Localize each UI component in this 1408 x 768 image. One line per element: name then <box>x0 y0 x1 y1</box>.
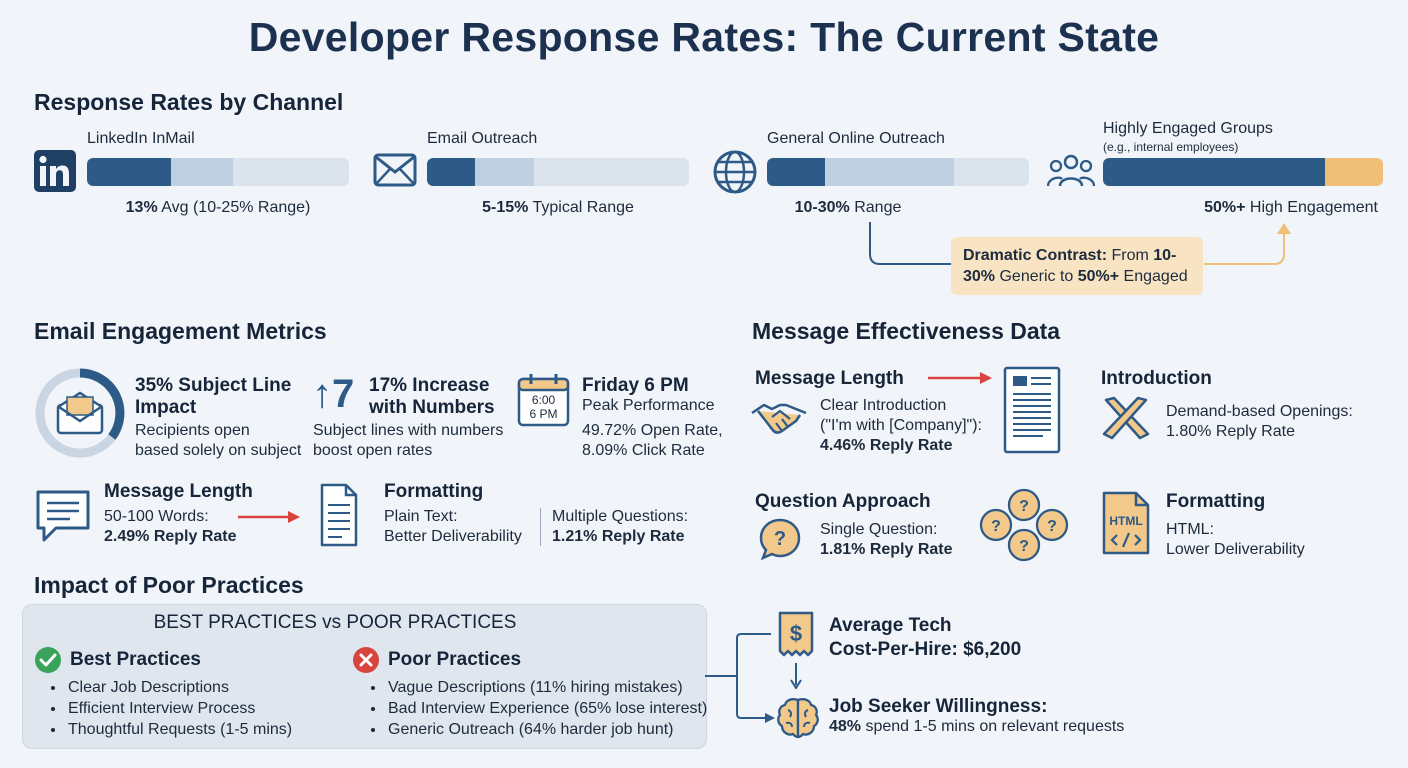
formatting-desc: Plain Text:Better Deliverability <box>384 508 522 545</box>
list-item: Vague Descriptions (11% hiring mistakes) <box>386 677 707 698</box>
globe-icon <box>712 149 758 195</box>
chat-bubble-icon <box>34 488 92 544</box>
multiple-questions-desc: Multiple Questions:1.21% Reply Rate <box>552 508 689 545</box>
question-bubble-icon: ? <box>758 517 802 561</box>
practices-heading: BEST PRACTICES vs POOR PRACTICES <box>153 612 517 633</box>
receipt-dollar-icon: $ <box>778 611 814 661</box>
cross-icon <box>352 646 380 674</box>
job-seeker-title: Job Seeker Willingness: <box>829 696 1048 717</box>
bar-linkedin-avg <box>87 158 171 186</box>
multiple-questions-icon: ???? <box>976 488 1072 564</box>
svg-text:?: ? <box>1047 518 1057 535</box>
eff-question-desc: Single Question:1.81% Reply Rate <box>820 521 953 558</box>
channel-name-online: General Online Outreach <box>767 130 945 147</box>
html-file-icon: HTML <box>1102 491 1150 555</box>
arrow-seven-icon: ↑7 <box>312 372 355 416</box>
friday-subtitle: Peak Performance <box>582 397 715 414</box>
eff-intro-desc: Demand-based Openings:1.80% Reply Rate <box>1166 403 1353 440</box>
channel-name-linkedin: LinkedIn InMail <box>87 130 195 147</box>
best-practices-list: Clear Job Descriptions Efficient Intervi… <box>34 677 292 740</box>
section-title-poor-practices: Impact of Poor Practices <box>34 572 304 598</box>
bar-email-min <box>427 158 475 186</box>
poor-practices-title: Poor Practices <box>388 649 522 670</box>
bar-engaged <box>1103 158 1383 186</box>
bar-linkedin <box>87 158 349 186</box>
eff-question-title: Question Approach <box>755 491 931 512</box>
bar-engaged-fill <box>1103 158 1325 186</box>
svg-text:?: ? <box>991 518 1001 535</box>
list-item: Generic Outreach (64% harder job hunt) <box>386 719 707 740</box>
svg-text:?: ? <box>774 528 786 550</box>
list-item: Thoughtful Requests (1-5 mins) <box>66 719 292 740</box>
channel-value-online: 10-30% Range <box>794 199 902 216</box>
bar-online-min <box>767 158 825 186</box>
people-icon <box>1047 154 1095 188</box>
job-seeker-desc: 48% spend 1-5 mins on relevant requests <box>829 718 1125 735</box>
subject-line-donut-icon <box>34 367 126 459</box>
eff-intro-title: Introduction <box>1101 368 1212 389</box>
crossed-hands-icon <box>1100 396 1152 446</box>
poor-practices-list: Vague Descriptions (11% hiring mistakes)… <box>354 677 707 740</box>
bar-email <box>427 158 689 186</box>
channel-value-engaged: 50%+ High Engagement <box>1204 199 1378 216</box>
channel-value-linkedin: 13% Avg (10-25% Range) <box>125 199 311 216</box>
page-title: Developer Response Rates: The Current St… <box>248 14 1160 60</box>
eff-formatting-title: Formatting <box>1166 491 1266 512</box>
check-icon <box>34 646 62 674</box>
eff-length-desc: Clear Introduction ("I'm with [Company]"… <box>820 397 982 454</box>
eff-length-title: Message Length <box>755 368 904 389</box>
contrast-connector <box>869 222 1291 265</box>
arrow-right-icon <box>238 511 300 523</box>
channel-value-email: 5-15% Typical Range <box>482 199 634 216</box>
section-title-response-rates: Response Rates by Channel <box>34 89 344 115</box>
divider <box>540 508 541 546</box>
friday-desc: 49.72% Open Rate,8.09% Click Rate <box>582 422 723 459</box>
friday-title: Friday 6 PM <box>582 375 689 396</box>
length-desc: 50-100 Words:2.49% Reply Rate <box>104 508 237 545</box>
list-item: Efficient Interview Process <box>66 698 292 719</box>
handshake-icon <box>750 399 808 441</box>
impact-connector <box>705 633 775 723</box>
newsletter-document-icon <box>1003 366 1061 454</box>
best-practices-title: Best Practices <box>70 649 201 670</box>
svg-text:$: $ <box>790 621 802 646</box>
linkedin-icon <box>34 150 76 192</box>
channel-name-engaged: Highly Engaged Groups <box>1103 120 1273 137</box>
channel-sub-engaged: (e.g., internal employees) <box>1103 140 1239 154</box>
section-title-email-metrics: Email Engagement Metrics <box>34 318 327 344</box>
list-item: Bad Interview Experience (65% lose inter… <box>386 698 707 719</box>
channel-name-email: Email Outreach <box>427 130 538 147</box>
envelope-icon <box>373 153 417 187</box>
arrow-down-icon <box>790 663 802 689</box>
arrow-right-icon <box>928 372 992 384</box>
section-title-effectiveness: Message Effectiveness Data <box>752 318 1061 344</box>
bar-online <box>767 158 1029 186</box>
list-item: Clear Job Descriptions <box>66 677 292 698</box>
brain-icon <box>776 696 820 740</box>
eff-formatting-desc: HTML:Lower Deliverability <box>1166 521 1305 558</box>
svg-text:?: ? <box>1019 498 1029 515</box>
document-icon <box>320 483 358 547</box>
length-title: Message Length <box>104 481 253 502</box>
practices-panel <box>22 604 707 749</box>
formatting-title: Formatting <box>384 481 484 502</box>
svg-text:?: ? <box>1019 538 1029 555</box>
contrast-callout: Dramatic Contrast: From 10- 30% Generic … <box>951 237 1203 295</box>
